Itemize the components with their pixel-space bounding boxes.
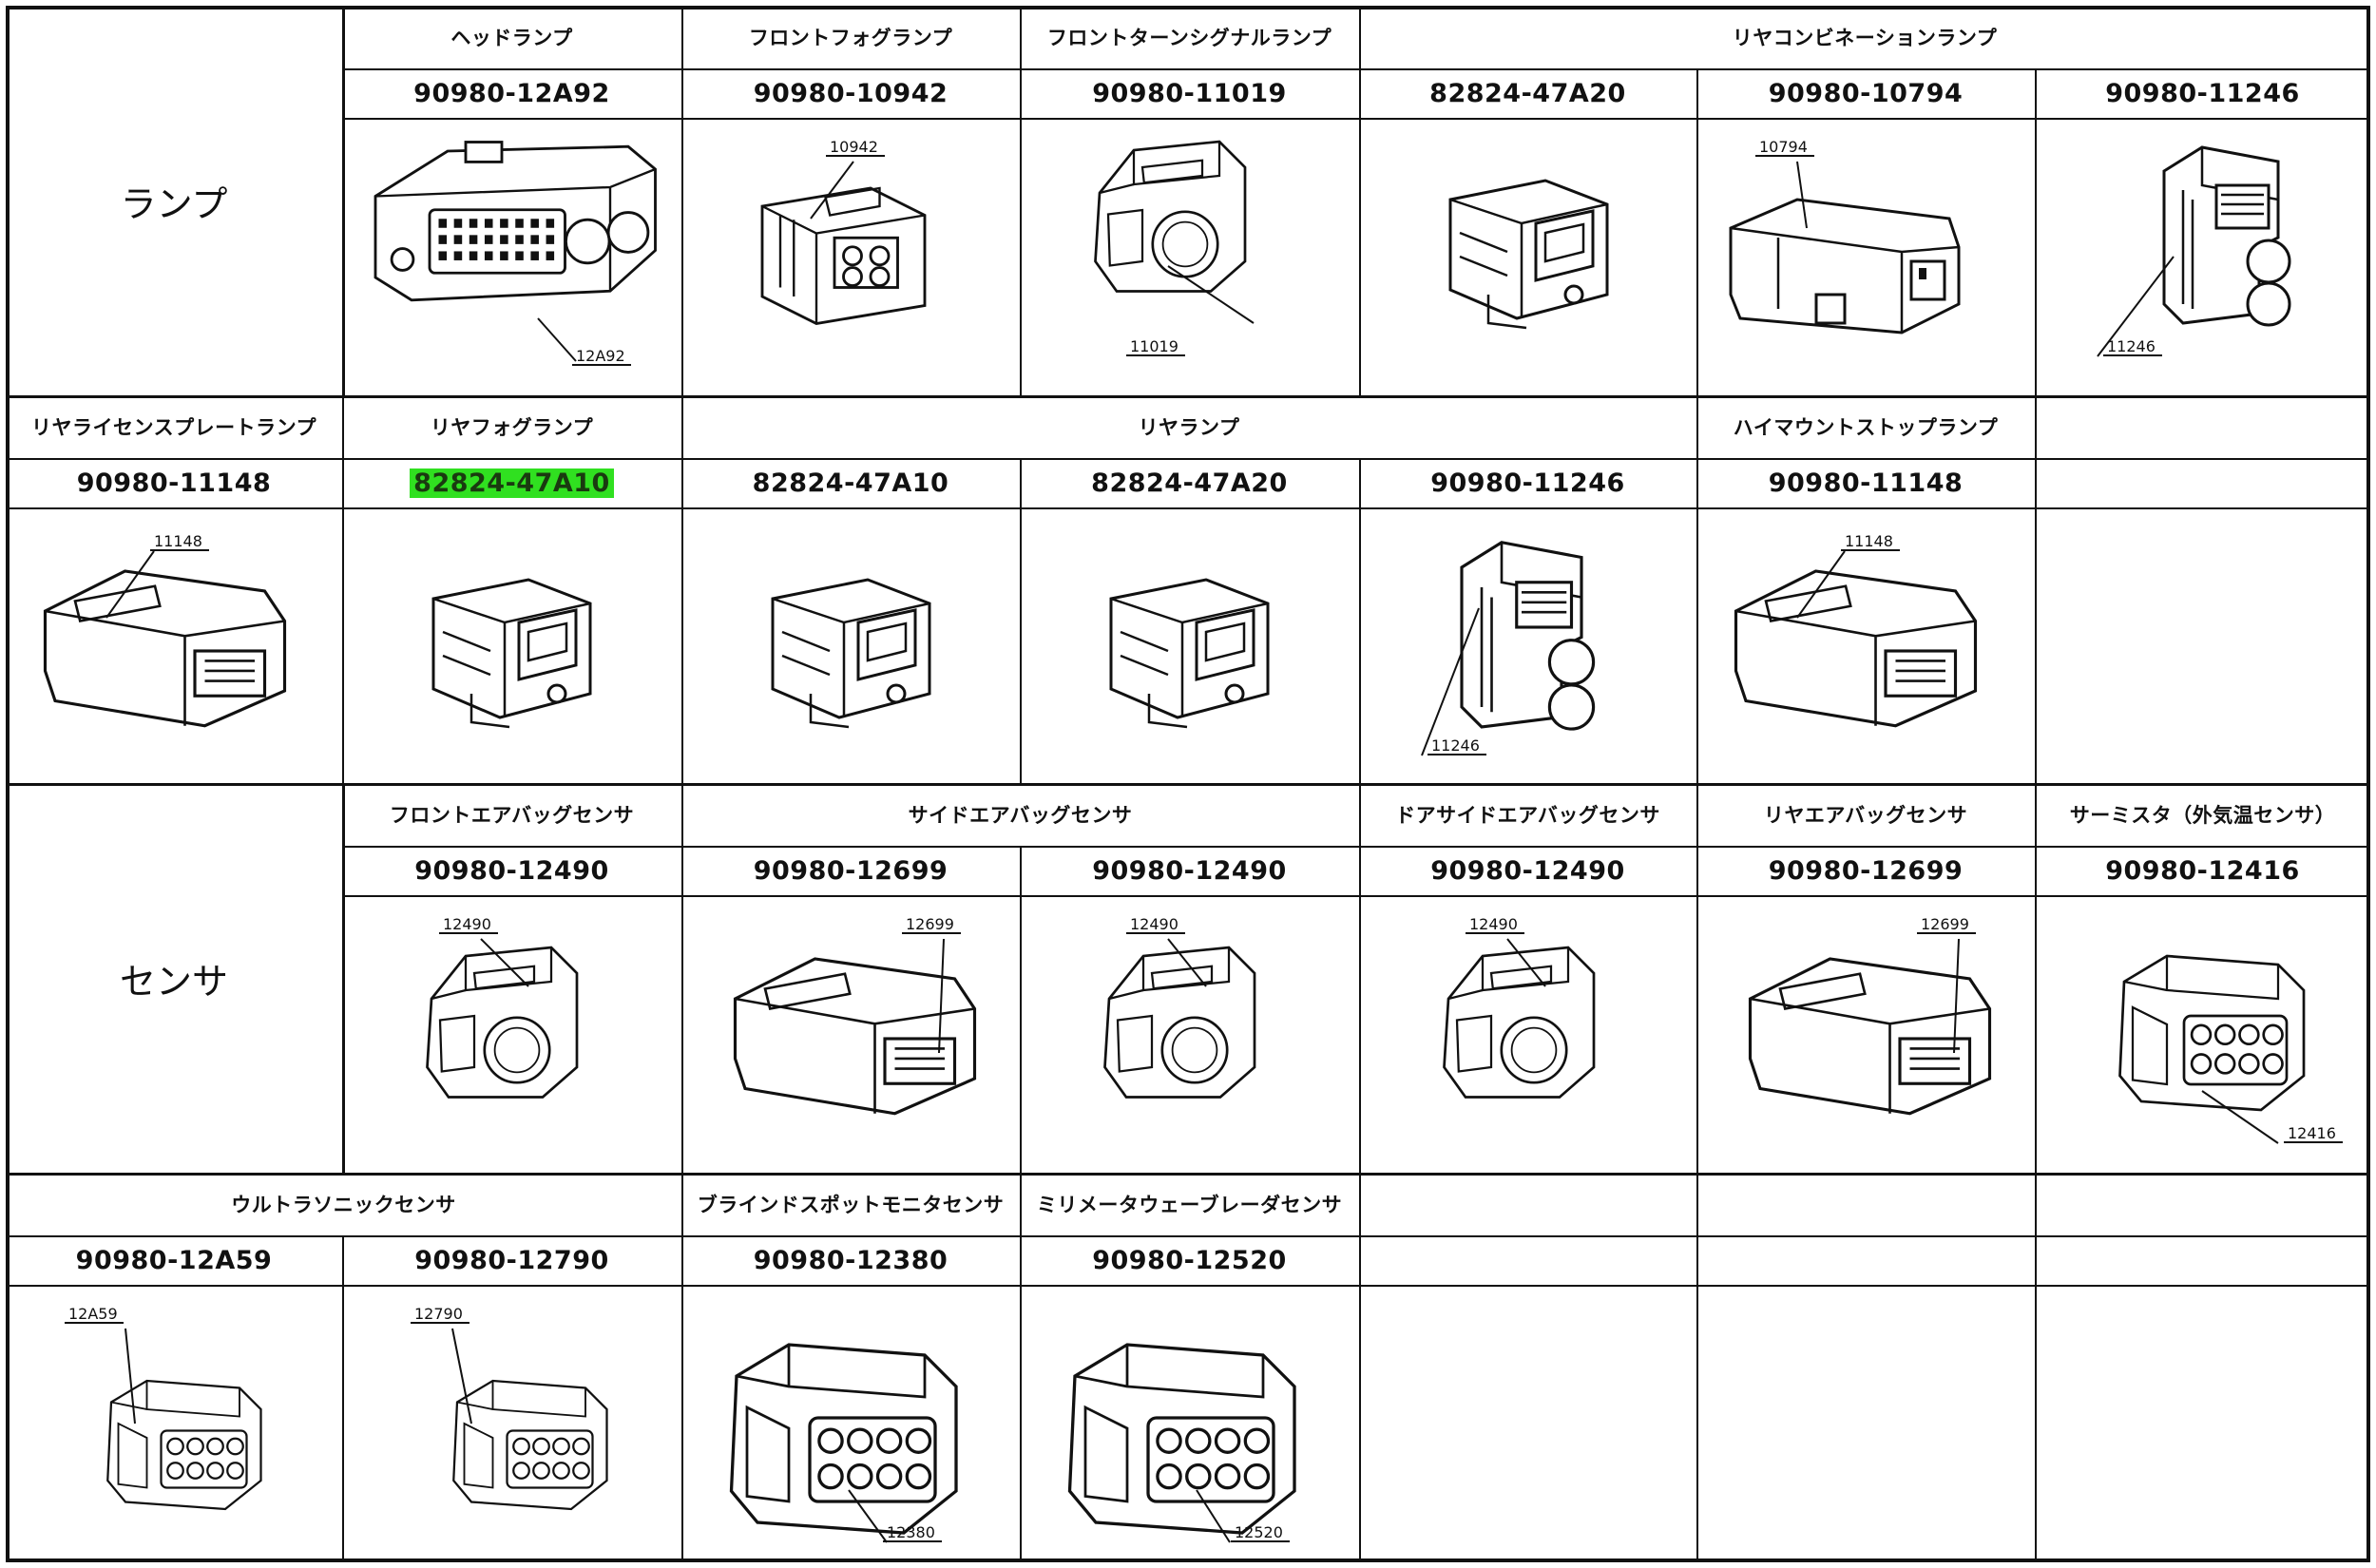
category-front-turn-signal-lamp: フロントターンシグナルランプ — [1046, 27, 1332, 49]
group-label-lamp: ランプ — [120, 182, 228, 225]
connector-illustration: 12490 — [426, 915, 579, 1099]
connector-illustration: 11148 — [1734, 532, 1978, 728]
category-rear-lamp: リヤランプ — [1138, 416, 1240, 439]
part-number: 90980-12A92 — [413, 78, 610, 108]
connector-illustration: 12A59 — [65, 1305, 262, 1511]
part-number: 90980-12699 — [1768, 855, 1964, 886]
callout-label: 12790 — [414, 1305, 463, 1323]
callout-label: 12490 — [1469, 915, 1518, 933]
part-number: 82824-47A10 — [752, 468, 949, 498]
category-rear-combination-lamp: リヤコンビネーションランプ — [1732, 27, 1998, 49]
part-number: 90980-12490 — [414, 855, 609, 886]
callout-label: 11148 — [1845, 532, 1893, 550]
category-rear-fog-lamp: リヤフォグランプ — [430, 416, 594, 439]
part-number: 90980-12790 — [414, 1245, 609, 1275]
category-front-fog-lamp: フロントフォグランプ — [748, 27, 953, 49]
callout-label: 11246 — [1431, 736, 1480, 755]
part-number: 90980-12A59 — [75, 1245, 273, 1275]
category-rear-airbag-sensor: リヤエアバッグセンサ — [1763, 804, 1968, 827]
connector-illustration — [1109, 578, 1270, 729]
part-number: 90980-12490 — [1092, 855, 1287, 886]
connector-illustration — [1448, 179, 1609, 330]
connector-illustration — [771, 578, 931, 729]
part-number: 90980-10942 — [753, 78, 948, 108]
connector-illustration: 10794 — [1729, 138, 1961, 335]
connector-illustration: 12490 — [1103, 915, 1256, 1099]
callout-label: 12380 — [887, 1523, 935, 1541]
category-headlamp: ヘッドランプ — [450, 27, 573, 49]
callout-label: 12699 — [1921, 915, 1969, 933]
part-number: 90980-12699 — [753, 855, 948, 886]
callout-label: 12490 — [443, 915, 491, 933]
connector-illustration: 12380 — [729, 1343, 958, 1543]
callout-label: 12416 — [2288, 1124, 2336, 1142]
category-ultrasonic-sensor: ウルトラソニックセンサ — [231, 1194, 456, 1216]
category-side-airbag-sensor: サイドエアバッグセンサ — [908, 804, 1133, 827]
part-number: 90980-11246 — [1430, 468, 1625, 498]
connector-illustration: 12416 — [2118, 954, 2343, 1144]
category-door-side-airbag-sensor: ドアサイドエアバッグセンサ — [1395, 804, 1660, 827]
part-number: 90980-11019 — [1092, 78, 1287, 108]
connector-illustration: 11019 — [1094, 140, 1255, 356]
connector-illustration: 11246 — [2097, 145, 2291, 357]
callout-label: 12A92 — [576, 347, 625, 365]
connector-illustration: 12699 — [733, 915, 977, 1116]
part-number-highlighted: 82824-47A10 — [342, 458, 681, 507]
category-blind-spot-monitor-sensor: ブラインドスポットモニタセンサ — [697, 1194, 1005, 1216]
part-number: 90980-11246 — [2105, 78, 2300, 108]
category-thermistor: サーミスタ（外気温センサ） — [2069, 804, 2336, 827]
callout-label: 12520 — [1235, 1523, 1283, 1541]
callout-label: 11148 — [154, 532, 202, 550]
callout-label: 12490 — [1130, 915, 1178, 933]
part-number: 90980-11148 — [76, 468, 272, 498]
part-number: 90980-11148 — [1768, 468, 1964, 498]
part-number: 90980-12380 — [753, 1245, 948, 1275]
callout-label: 12699 — [906, 915, 954, 933]
callout-label: 11246 — [2107, 337, 2156, 355]
connector-illustration: 12790 — [411, 1305, 608, 1511]
connector-reference-sheet: ランプ センサ ヘッドランプ フロントフォグランプ フロントターンシグナルランプ… — [6, 6, 2370, 1562]
part-number: 82824-47A20 — [1429, 78, 1626, 108]
part-number: 82824-47A20 — [1091, 468, 1288, 498]
connector-illustration — [431, 578, 592, 729]
part-number: 90980-12416 — [2105, 855, 2300, 886]
connector-illustration: 11148 — [43, 532, 287, 728]
group-label-sensor: センサ — [119, 960, 228, 1003]
callout-label: 10942 — [830, 138, 878, 156]
callout-label: 12A59 — [68, 1305, 118, 1323]
part-number: 90980-12490 — [1430, 855, 1625, 886]
part-number: 90980-10794 — [1768, 78, 1964, 108]
connector-illustration: 12A92 — [374, 141, 657, 366]
connector-illustration: 10942 — [760, 138, 927, 325]
connector-illustration: 12520 — [1067, 1343, 1296, 1543]
connector-illustration: 12490 — [1443, 915, 1596, 1099]
category-rear-license-plate-lamp: リヤライセンスプレートランプ — [31, 416, 316, 439]
callout-label: 11019 — [1130, 337, 1178, 355]
highlighted-part-number: 82824-47A10 — [410, 468, 614, 498]
category-high-mount-stop-lamp: ハイマウントストップランプ — [1733, 416, 1999, 439]
connector-illustration: 11246 — [1421, 541, 1596, 756]
part-number: 90980-12520 — [1092, 1245, 1287, 1275]
connector-illustration: 12699 — [1748, 915, 1992, 1116]
category-millimeter-wave-radar-sensor: ミリメータウェーブレーダセンサ — [1036, 1194, 1343, 1216]
category-front-airbag-sensor: フロントエアバッグセンサ — [389, 804, 635, 827]
callout-label: 10794 — [1759, 138, 1808, 156]
